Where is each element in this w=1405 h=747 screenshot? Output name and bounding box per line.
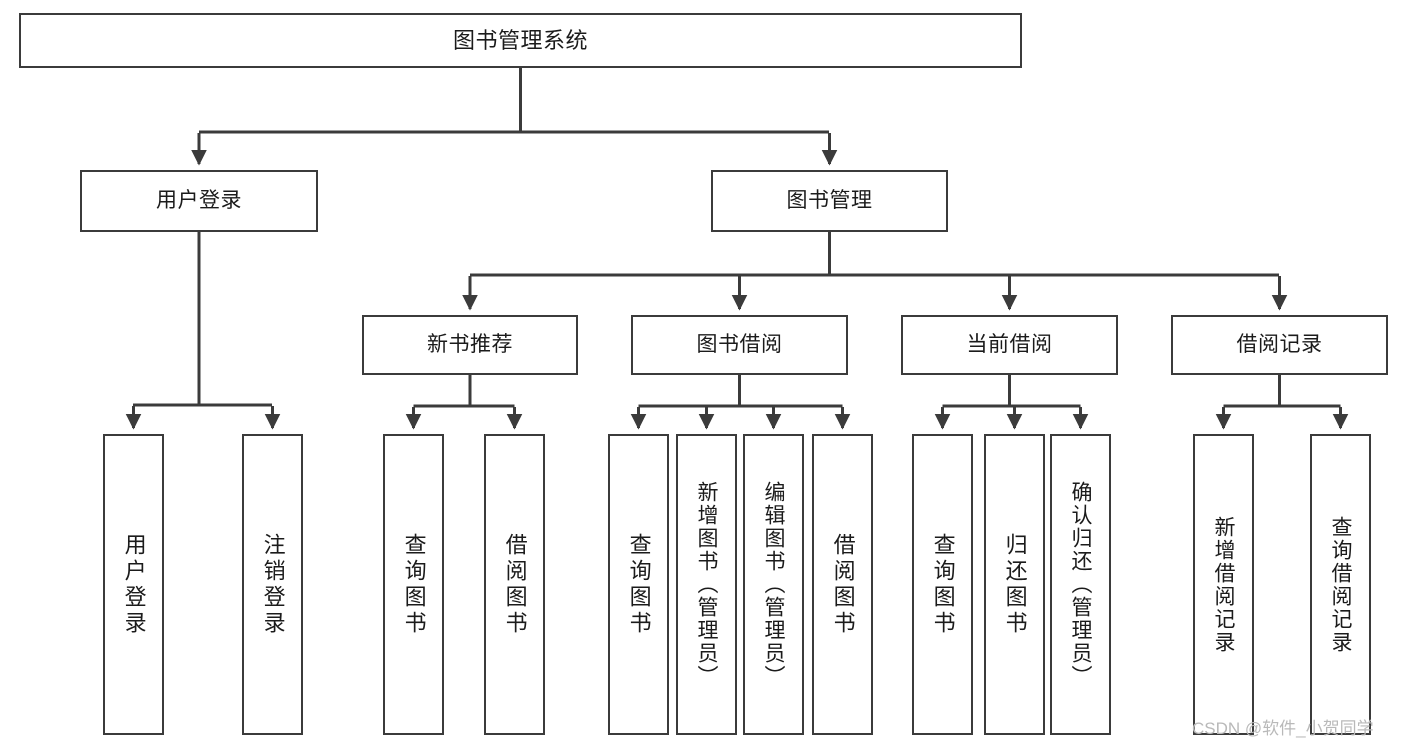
node-leaf-borrow-book-1-label: 借阅图书 bbox=[502, 532, 528, 637]
node-leaf-edit-book-label: 编辑图书（管理员） bbox=[762, 481, 786, 688]
node-leaf-user-login[interactable]: 用户登录 bbox=[103, 434, 164, 735]
node-leaf-borrow-book-1[interactable]: 借阅图书 bbox=[484, 434, 545, 735]
node-book-borrow-label: 图书借阅 bbox=[696, 332, 783, 356]
node-root-label: 图书管理系统 bbox=[452, 27, 588, 53]
node-leaf-edit-book[interactable]: 编辑图书（管理员） bbox=[743, 434, 804, 735]
node-book-manage-label: 图书管理 bbox=[786, 188, 873, 212]
node-current-borrow-label: 当前借阅 bbox=[966, 332, 1053, 356]
node-borrow-record[interactable]: 借阅记录 bbox=[1171, 315, 1388, 375]
node-leaf-logout[interactable]: 注销登录 bbox=[242, 434, 303, 735]
csdn-watermark: CSDN @软件_小贺同学 bbox=[1192, 719, 1374, 738]
node-user-login[interactable]: 用户登录 bbox=[80, 170, 318, 232]
node-borrow-record-label: 借阅记录 bbox=[1236, 332, 1323, 356]
node-book-manage[interactable]: 图书管理 bbox=[711, 170, 948, 232]
node-leaf-add-record-label: 新增借阅记录 bbox=[1212, 515, 1236, 654]
node-leaf-user-login-label: 用户登录 bbox=[121, 532, 147, 637]
node-leaf-query-book-1[interactable]: 查询图书 bbox=[383, 434, 444, 735]
node-leaf-add-book-label: 新增图书（管理员） bbox=[695, 481, 719, 688]
node-leaf-borrow-book-2-label: 借阅图书 bbox=[830, 532, 856, 637]
node-leaf-confirm-return[interactable]: 确认归还（管理员） bbox=[1050, 434, 1111, 735]
node-new-book-recommend-label: 新书推荐 bbox=[427, 332, 513, 356]
node-leaf-query-book-3-label: 查询图书 bbox=[930, 532, 956, 637]
node-leaf-borrow-book-2[interactable]: 借阅图书 bbox=[812, 434, 873, 735]
node-root[interactable]: 图书管理系统 bbox=[19, 13, 1022, 68]
node-leaf-return-book-label: 归还图书 bbox=[1002, 532, 1028, 637]
node-leaf-query-book-3[interactable]: 查询图书 bbox=[912, 434, 973, 735]
node-current-borrow[interactable]: 当前借阅 bbox=[901, 315, 1118, 375]
node-user-login-label: 用户登录 bbox=[156, 188, 242, 212]
node-leaf-query-record-label: 查询借阅记录 bbox=[1329, 515, 1353, 654]
node-leaf-add-book[interactable]: 新增图书（管理员） bbox=[676, 434, 737, 735]
node-leaf-query-record[interactable]: 查询借阅记录 bbox=[1310, 434, 1371, 735]
node-leaf-query-book-2-label: 查询图书 bbox=[626, 532, 652, 637]
node-leaf-query-book-2[interactable]: 查询图书 bbox=[608, 434, 669, 735]
node-leaf-return-book[interactable]: 归还图书 bbox=[984, 434, 1045, 735]
node-leaf-confirm-return-label: 确认归还（管理员） bbox=[1069, 481, 1093, 688]
node-leaf-query-book-1-label: 查询图书 bbox=[401, 532, 427, 637]
node-new-book-recommend[interactable]: 新书推荐 bbox=[362, 315, 578, 375]
node-leaf-logout-label: 注销登录 bbox=[260, 532, 286, 637]
node-leaf-add-record[interactable]: 新增借阅记录 bbox=[1193, 434, 1254, 735]
node-book-borrow[interactable]: 图书借阅 bbox=[631, 315, 848, 375]
